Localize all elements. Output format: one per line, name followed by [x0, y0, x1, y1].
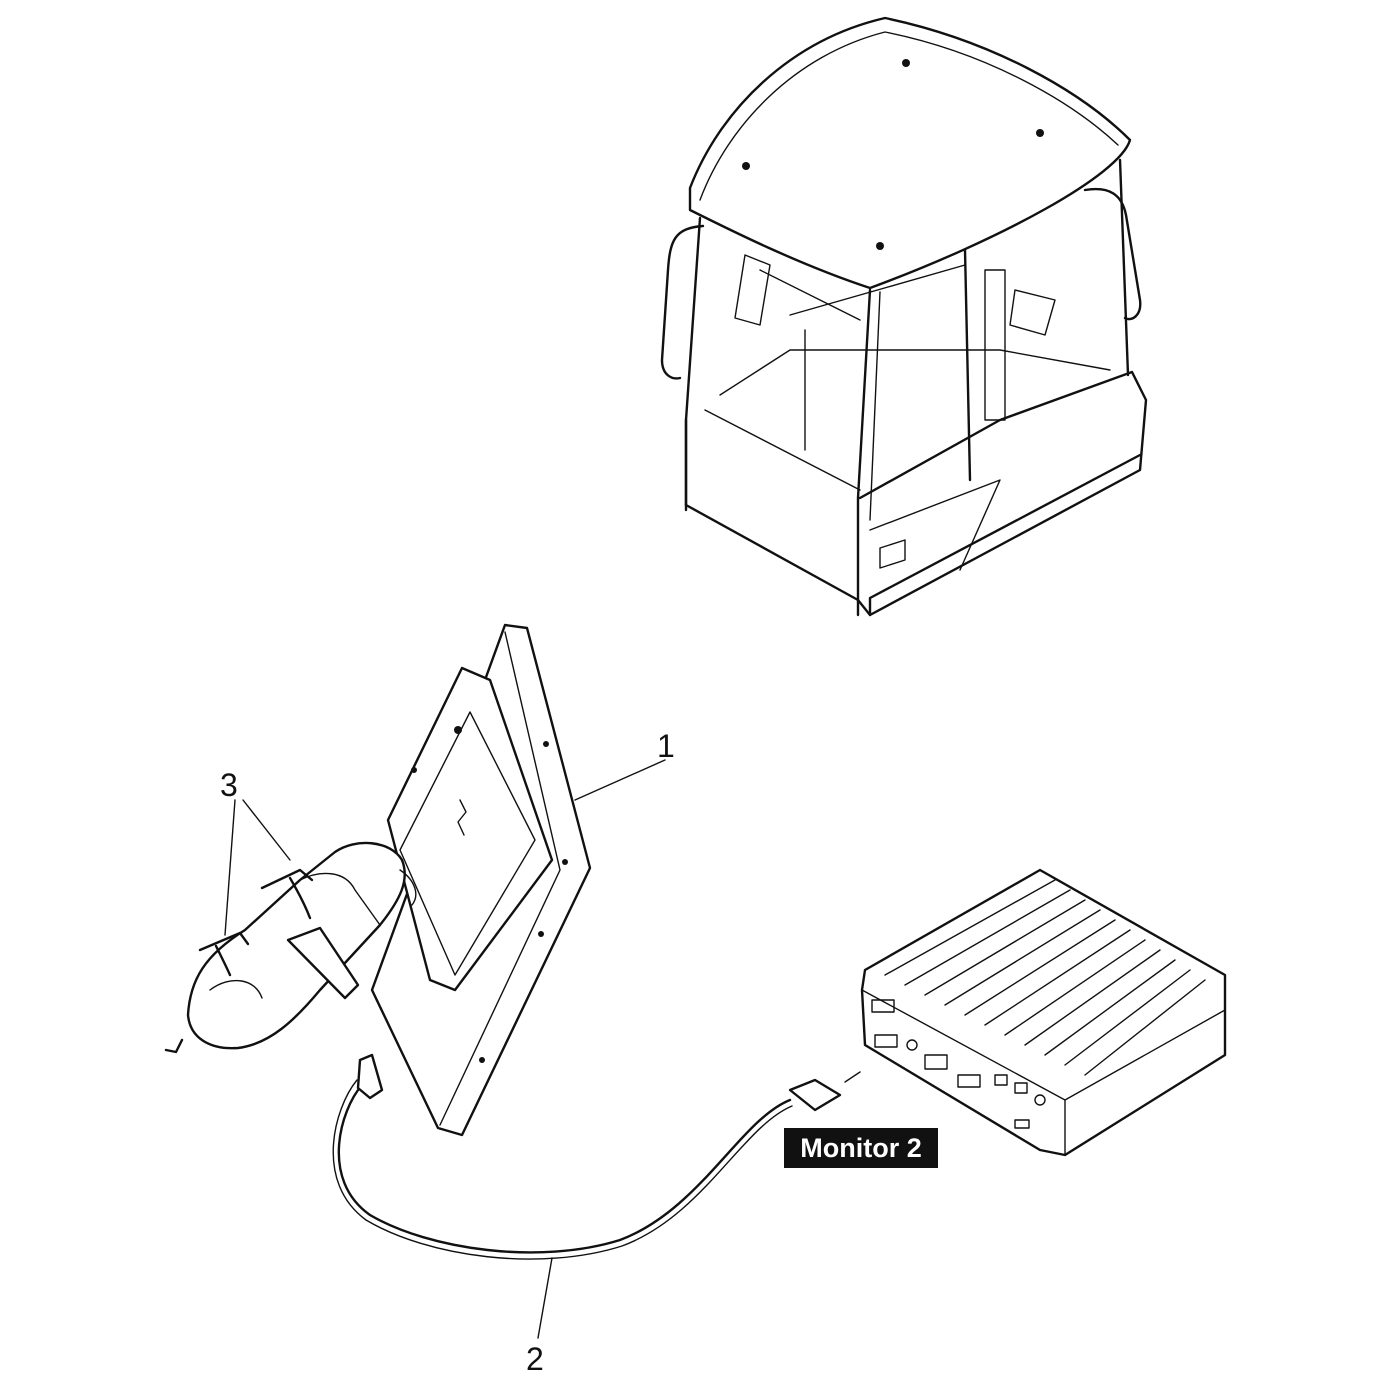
cable-connector-right [788, 1078, 842, 1112]
cable-connector-left [356, 1053, 384, 1100]
callout-2: 2 [526, 1341, 544, 1377]
heatsink-fins [884, 879, 1206, 1076]
operator-cab [660, 16, 1148, 617]
leader-lines [224, 759, 861, 1339]
monitor-display [370, 623, 592, 1137]
connection-cable [332, 1053, 842, 1260]
monitor-mount-arm [164, 841, 417, 1054]
callout-3: 3 [220, 767, 238, 803]
cab-roof [688, 16, 1132, 290]
control-unit-box [860, 868, 1227, 1157]
monitor-tag-label: Monitor 2 [784, 1128, 938, 1168]
callout-1: 1 [657, 728, 675, 764]
